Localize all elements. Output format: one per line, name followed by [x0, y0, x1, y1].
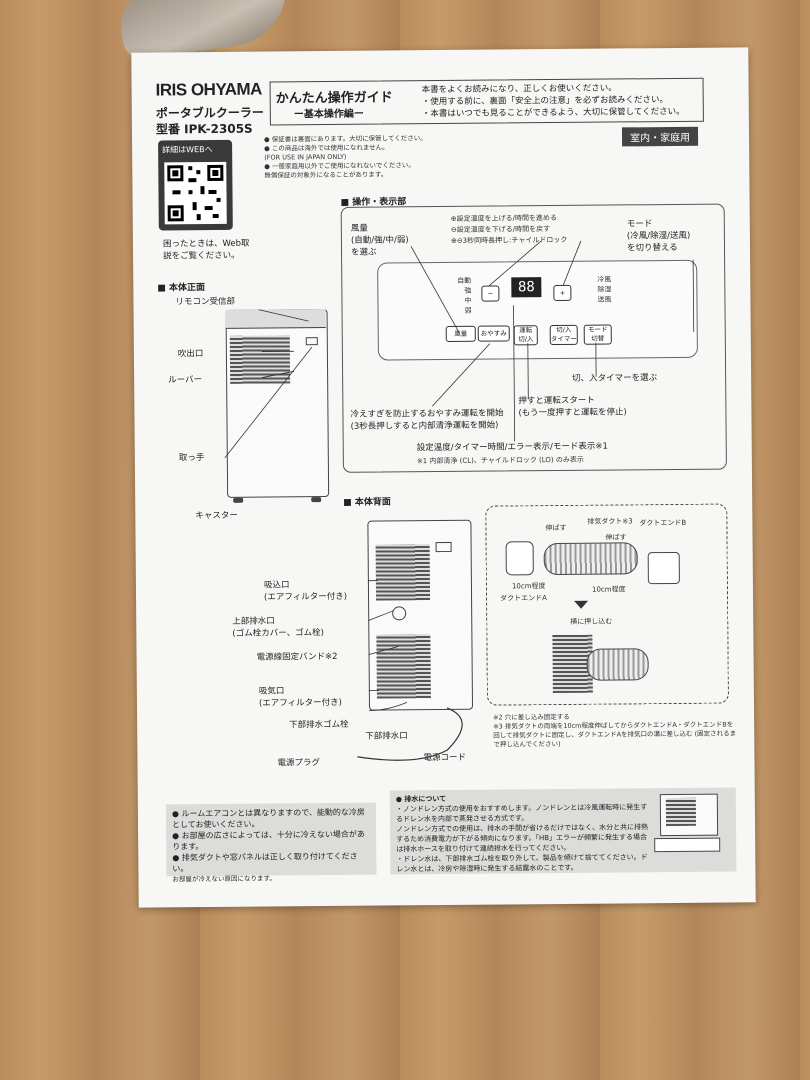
back-section-title: ■ 本体背面 — [343, 497, 391, 508]
stretch-label-1: 伸ばす — [545, 523, 567, 533]
inserted-duct-drawing — [586, 648, 649, 681]
qr-code-icon[interactable] — [164, 161, 227, 225]
brand-logo: IRIS OHYAMA — [155, 79, 262, 100]
exhaust-duct-label: 排気ダクト※3 — [587, 517, 633, 526]
keep-notes: ● 保証書は裏面にあります。大切に保管してください。 ● この商品は海外では使用… — [264, 134, 464, 181]
duct-end-b-drawing — [647, 551, 680, 585]
caster-icon — [311, 497, 322, 503]
duct-end-a-drawing — [505, 541, 534, 576]
caster-label: キャスター — [195, 510, 238, 522]
drain-unit-grill — [665, 797, 697, 827]
cooling-note: ● ルームエアコンとは異なりますので、能動的な冷房としてお使いください。 — [171, 807, 365, 830]
duct-hose-drawing — [543, 542, 638, 576]
model-number: 型番 IPK-2305S — [155, 121, 253, 137]
front-leader-lines — [224, 309, 313, 459]
back-handle-drawing — [435, 541, 452, 553]
duct-end-a-label: ダクトエンドA — [500, 594, 547, 603]
guide-notes: 本書をよくお読みになり、正しくお使いください。 ・使用する前に、裏面「安全上の注… — [422, 82, 707, 120]
push-label: 横に押し込む — [570, 617, 613, 626]
duct-footnotes: ※2 穴に差し込み固定する ※3 排気ダクトの両端を10cm程度伸ばしてからダク… — [493, 711, 739, 749]
qr-label: 詳細はWEBへ — [162, 145, 213, 155]
guide-note: ・本書はいつでも見ることができるよう、大切に保管してください。 — [421, 106, 685, 120]
instruction-sheet: IRIS OHYAMA ポータブルクーラー 型番 IPK-2305S 詳細はWE… — [131, 47, 756, 908]
drainage-text: ● 排水について ・ノンドレン方式の使用をおすすめします。ノンドレンとは冷風運転… — [396, 792, 651, 874]
panel-leader-lines — [410, 240, 695, 442]
down-arrow-icon — [574, 600, 589, 609]
indoor-badge: 室内・家庭用 — [621, 126, 699, 147]
drainage-note: ・ドレン水は、下部排水ゴム栓を取り外して、製品を傾けて捨ててください。ドレン水と… — [396, 853, 648, 874]
length-label-1: 10cm程度 — [511, 582, 546, 591]
duct-end-b-label: ダクトエンドB — [639, 518, 687, 528]
cooling-note: ● 排気ダクトや窓パネルは正しく取り付けてください。 — [172, 851, 358, 874]
guide-title: かんたん操作ガイド — [275, 90, 393, 107]
drain-tray-drawing — [654, 837, 721, 853]
keep-note: 無償保証の対象外になることがあります。 — [264, 170, 388, 180]
cooling-note: お部屋が冷えない原因になります。 — [172, 874, 276, 884]
back-leader-lines — [357, 580, 463, 761]
guide-subtitle: ー基本操作編ー — [293, 108, 364, 121]
length-label-2: 10cm程度 — [591, 585, 626, 594]
drainage-notes-box: ● 排水について ・ノンドレン方式の使用をおすすめします。ノンドレンとは冷風運転… — [389, 787, 737, 875]
caster-icon — [233, 497, 244, 503]
drainage-note: ノンドレン方式での使用は、排水の手間が省けるだけではなく、水分と共に排熱するため… — [396, 823, 649, 854]
footnote: ※3 排気ダクトの両端を10cm程度伸ばしてからダクトエンドA・ダクトエンドBを… — [493, 720, 737, 749]
cooling-notes-box: ● ルームエアコンとは異なりますので、能動的な冷房としてお使いください。 ● お… — [165, 802, 377, 883]
stretch-label-2: 伸ばす — [605, 533, 627, 542]
drainage-note: ・ノンドレン方式の使用をおすすめします。ノンドレンとは冷風運転時に発生するドレン… — [395, 803, 648, 824]
cooling-note: ● お部屋の広さによっては、十分に冷えない場合があります。 — [172, 829, 365, 852]
